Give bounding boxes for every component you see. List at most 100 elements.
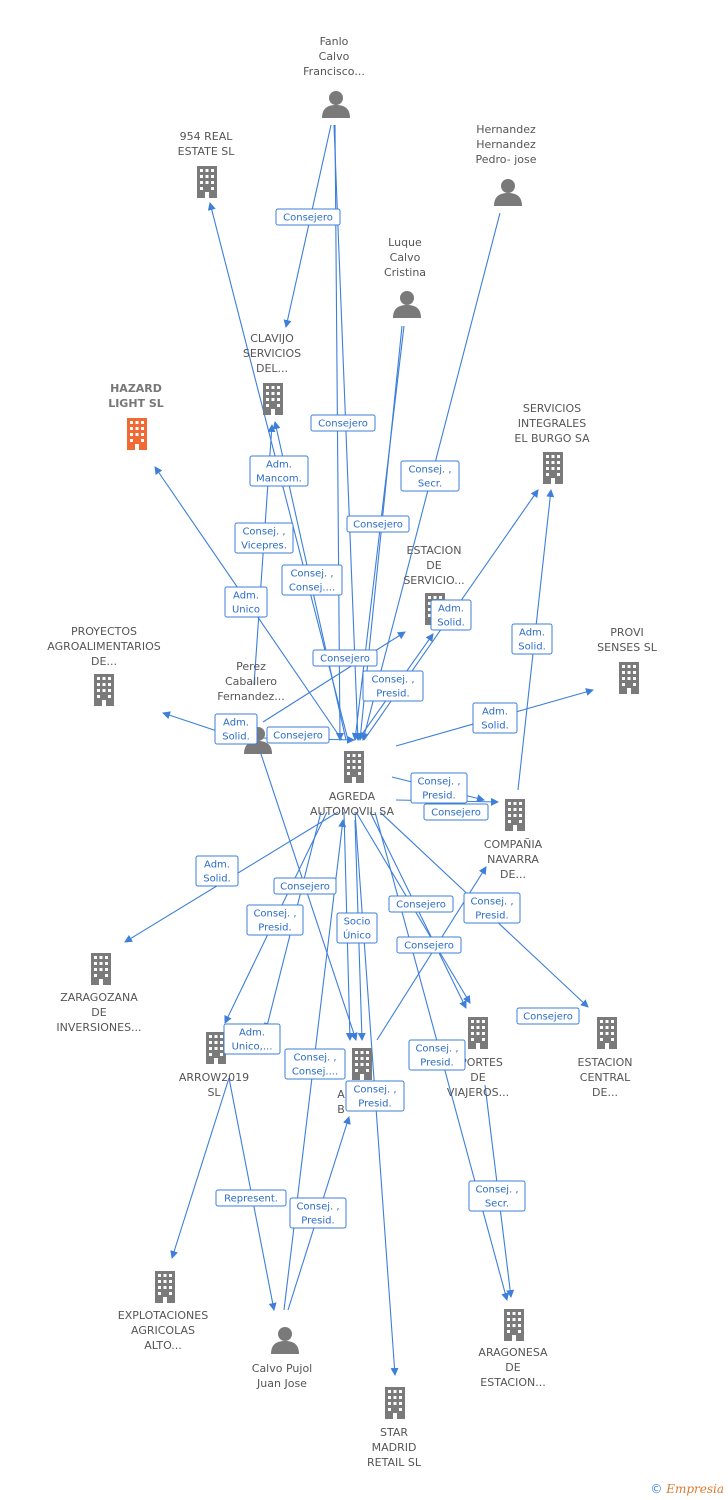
edge-label[interactable]: Consejero [388, 895, 454, 913]
edge-label[interactable]: Consejero [273, 877, 337, 895]
edge-label[interactable]: Consejero [516, 1007, 580, 1025]
edge-label[interactable]: Consejero [275, 208, 341, 226]
node-estacion_serv[interactable]: ESTACION DE SERVICIO... [403, 544, 465, 625]
edge-label[interactable]: Consejero [423, 803, 489, 821]
edge-label-box [246, 904, 304, 936]
edge-label-text: Consej. , [353, 1085, 396, 1096]
edge-label[interactable]: Consejero [312, 649, 378, 667]
edge-label-box [215, 1189, 287, 1207]
node-label: SERVICIO... [403, 574, 464, 587]
edge-label-text: Adm. [233, 591, 259, 602]
edge-label[interactable]: Adm.Unico,... [223, 1023, 281, 1055]
node-estacion_central[interactable]: ESTACIONCENTRALDE... [578, 1017, 633, 1099]
building-icon [344, 751, 364, 783]
edge-label[interactable]: Adm.Solid. [430, 599, 472, 631]
node-zaragozana[interactable]: ZARAGOZANADEINVERSIONES... [56, 953, 142, 1034]
edge-line [351, 325, 405, 741]
building-icon [206, 1032, 226, 1064]
edge-label[interactable]: Adm. Solid. [195, 855, 239, 887]
edge-label[interactable]: Adm.Unico [224, 586, 268, 618]
footer-brand[interactable]: © Empresia [650, 1482, 724, 1496]
node-label: MADRID [372, 1441, 417, 1454]
edge-label-text: Consej. , [415, 1044, 458, 1055]
node-perez[interactable]: PerezCaballeroFernandez... [217, 660, 285, 754]
edge-label[interactable]: Consej. , Secr. [400, 460, 460, 492]
edge-label[interactable]: Consejero [310, 414, 376, 432]
edge-label-text: Consej. , [293, 1053, 336, 1064]
edge-label-text: Consejero [283, 213, 333, 224]
node-label: EXPLOTACIONES [118, 1309, 208, 1322]
edge-label[interactable]: Adm.Solid. [472, 702, 518, 734]
node-label: ESTACION [407, 544, 462, 557]
node-fanlo[interactable]: FanloCalvoFrancisco... [303, 35, 365, 118]
node-label: Fanlo [320, 35, 349, 48]
node-label: ESTACION... [480, 1376, 545, 1389]
edge-label[interactable]: Consejero [396, 936, 462, 954]
edge-label[interactable]: Represent. [215, 1189, 287, 1207]
node-label: ESTATE SL [178, 145, 236, 158]
edge-label[interactable]: Consej. ,Presid. [410, 772, 468, 804]
node-transportes[interactable]: SPORTESDEVIAJEROS... [447, 1017, 509, 1099]
edge-label-text: Secr. [418, 479, 442, 490]
edge-label[interactable]: Consej. ,Presid. [246, 904, 304, 936]
edge-label[interactable]: Consej. ,Presid. [289, 1197, 347, 1229]
edge-label-text: Presid. [358, 1099, 391, 1110]
edge-label[interactable]: Consej. , Presid. [345, 1080, 405, 1112]
building-icon [263, 383, 283, 415]
edge-label[interactable]: Consejero [266, 726, 330, 744]
edge-label[interactable]: Adm.Solid. [214, 713, 258, 745]
edge-label-box [284, 1048, 346, 1080]
edge-label-text: Secr. [485, 1199, 509, 1210]
node-label: DE... [500, 868, 526, 881]
node-ab[interactable]: AB [337, 1048, 372, 1116]
node-label: AGROALIMENTARIOS [47, 640, 160, 653]
edge-label-box [273, 877, 337, 895]
building-icon [543, 452, 563, 484]
node-label: CLAVIJO [250, 332, 294, 345]
node-clavijo[interactable]: CLAVIJOSERVICIOSDEL... [243, 332, 301, 415]
edge-label[interactable]: Consej. ,Consej.... [281, 564, 343, 596]
edge-label-text: Consej. , [408, 465, 451, 476]
node-explotaciones[interactable]: EXPLOTACIONESAGRICOLASALTO... [118, 1271, 208, 1352]
edge-label-text: Consej.... [292, 1067, 338, 1078]
node-label: DE... [592, 1086, 618, 1099]
edge-label-box [234, 522, 294, 554]
edge-label-box [463, 892, 521, 924]
person-icon [271, 1327, 299, 1354]
edge-label[interactable]: Consej. ,Vicepres. [234, 522, 294, 554]
edge-label-text: Solid. [203, 874, 231, 885]
edge-label[interactable]: Consejero [346, 515, 410, 533]
edge-line [283, 124, 332, 328]
edge-label-box [249, 455, 309, 487]
edge-label-text: Presid. [376, 689, 409, 700]
edge-label[interactable]: Consej. ,Secr. [468, 1180, 526, 1212]
node-label: CENTRAL [580, 1071, 631, 1084]
node-proyectos[interactable]: PROYECTOSAGROALIMENTARIOSDE... [47, 625, 161, 706]
node-label: DE [426, 559, 441, 572]
edge-label[interactable]: Consej. ,Presid. [463, 892, 521, 924]
edge-label[interactable]: Consej. ,Presid. [408, 1039, 466, 1071]
node-label: AGRICOLAS [131, 1324, 195, 1337]
edge-label-text: Adm. [204, 860, 230, 871]
edge-label-text: Consejero [396, 900, 446, 911]
edge-label[interactable]: Adm.Solid. [511, 623, 553, 655]
edge-label[interactable]: Consej. , Consej.... [284, 1048, 346, 1080]
edge-label[interactable]: Consej. ,Presid. [362, 670, 424, 702]
edge-label-text: Consej. , [253, 909, 296, 920]
node-aragonesa[interactable]: ARAGONESADEESTACION... [478, 1309, 548, 1389]
edge-label[interactable]: Adm.Mancom. [249, 455, 309, 487]
node-compania[interactable]: COMPAÑIANAVARRADE... [484, 799, 543, 881]
edge-label-box [430, 599, 472, 631]
